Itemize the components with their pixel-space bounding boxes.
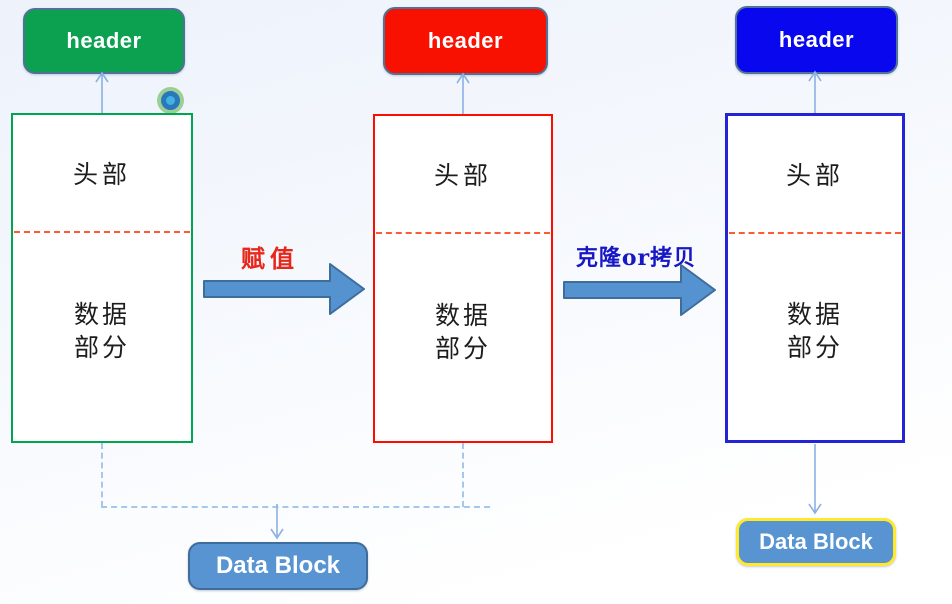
- object-head-label: 头部: [433, 161, 492, 190]
- header-pill-blue-label: header: [778, 27, 855, 52]
- object-box-assigned: 头部 数据 部分: [373, 114, 553, 443]
- header-pill-green: header: [23, 8, 185, 74]
- up-arrow-icon: [94, 70, 110, 114]
- down-arrow-icon: [269, 504, 285, 541]
- data-label-line2: 部分: [786, 333, 843, 362]
- block-arrow-assign-icon: [203, 260, 366, 323]
- data-block-shared: Data Block: [188, 542, 368, 590]
- transition-label-clone: 克隆or拷贝: [575, 245, 697, 271]
- object-box-source: 头部 数据 部分: [11, 113, 193, 443]
- up-arrow-icon: [807, 69, 823, 113]
- object-box-cloned: 头部 数据 部分: [725, 113, 905, 443]
- data-label-line1: 数据: [73, 300, 130, 329]
- down-arrow-icon: [807, 444, 823, 516]
- object-head-label: 头部: [785, 161, 844, 190]
- object-data-label: 数据 部分: [728, 234, 902, 440]
- block-arrow-clone-icon: [563, 261, 717, 324]
- target-dot-ring: [161, 91, 180, 110]
- header-pill-green-label: header: [66, 28, 142, 53]
- target-dot-icon: [157, 87, 184, 114]
- data-block-cloned: Data Block: [736, 518, 896, 566]
- data-label-line1: 数据: [786, 300, 843, 329]
- object-data-label: 数据 部分: [13, 233, 191, 441]
- data-label-line2: 部分: [73, 333, 130, 362]
- data-label-line2: 部分: [434, 333, 491, 363]
- header-pill-blue: header: [735, 6, 898, 74]
- head-data-divider: [376, 232, 550, 234]
- data-label-line1: 数据: [434, 300, 491, 330]
- data-block-label: Data Block: [759, 529, 873, 554]
- header-pill-red: header: [383, 7, 548, 75]
- object-data-label: 数据 部分: [375, 234, 551, 441]
- head-data-divider: [729, 232, 901, 234]
- object-head-label: 头部: [72, 160, 131, 189]
- data-block-label: Data Block: [215, 552, 341, 579]
- dashed-connector-vertical-left: [101, 443, 103, 507]
- head-data-divider: [14, 231, 190, 233]
- dashed-connector-horizontal: [101, 506, 490, 508]
- transition-label-assign: 赋值: [241, 244, 299, 273]
- header-pill-red-label: header: [427, 28, 504, 53]
- dashed-connector-vertical-middle: [462, 443, 464, 507]
- up-arrow-icon: [455, 71, 471, 115]
